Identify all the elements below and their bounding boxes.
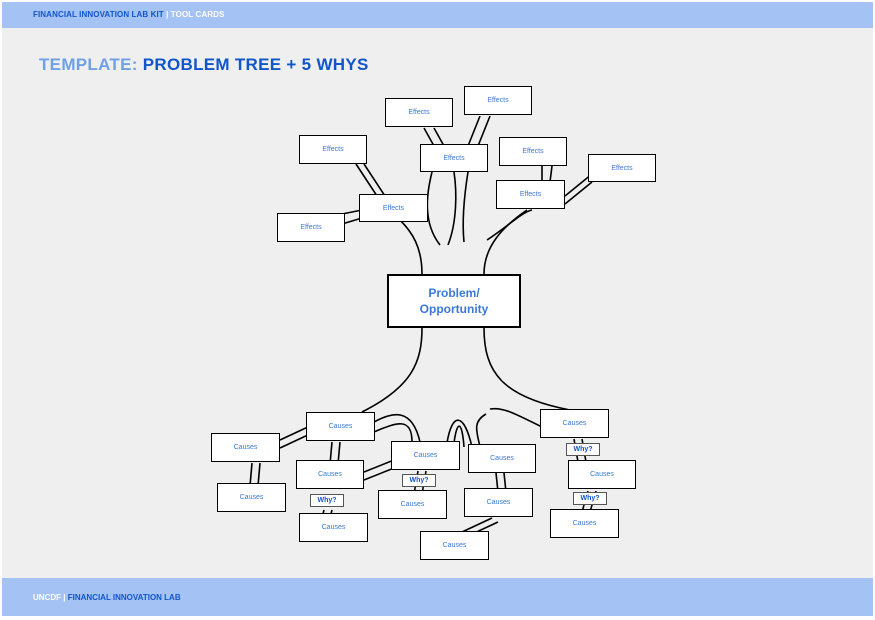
effects-box[interactable]: Effects <box>359 194 428 222</box>
header-kit-label: FINANCIAL INNOVATION LAB KIT <box>33 10 164 19</box>
footer-separator: | <box>63 593 66 602</box>
problem-line1: Problem/ <box>428 286 480 300</box>
effects-box[interactable]: Effects <box>277 213 345 242</box>
effects-box[interactable]: Effects <box>385 98 453 127</box>
causes-box[interactable]: Causes <box>391 441 460 470</box>
header-separator: | <box>166 10 169 19</box>
causes-box[interactable]: Causes <box>464 488 533 517</box>
header-section-label: TOOL CARDS <box>170 10 225 19</box>
effects-box[interactable]: Effects <box>420 144 488 172</box>
causes-box[interactable]: Causes <box>299 513 368 542</box>
causes-box[interactable]: Causes <box>568 460 636 489</box>
title-prefix: TEMPLATE: <box>39 55 138 74</box>
causes-box[interactable]: Causes <box>378 490 447 519</box>
why-label: Why? <box>566 443 600 456</box>
header-text: FINANCIAL INNOVATION LAB KIT | TOOL CARD… <box>33 10 224 19</box>
problem-box[interactable]: Problem/ Opportunity <box>387 274 521 328</box>
header-bar: FINANCIAL INNOVATION LAB KIT | TOOL CARD… <box>2 2 873 28</box>
effects-box[interactable]: Effects <box>588 154 656 182</box>
causes-box[interactable]: Causes <box>540 409 609 438</box>
title-main: PROBLEM TREE + 5 WHYS <box>142 55 369 74</box>
causes-box[interactable]: Causes <box>550 509 619 538</box>
why-label: Why? <box>402 474 436 487</box>
footer-lab: FINANCIAL INNOVATION LAB <box>67 593 181 602</box>
page-title: TEMPLATE: PROBLEM TREE + 5 WHYS <box>39 55 369 75</box>
footer-text: UNCDF | FINANCIAL INNOVATION LAB <box>33 593 181 602</box>
effects-box[interactable]: Effects <box>299 135 367 164</box>
footer-org: UNCDF <box>33 593 61 602</box>
problem-line2: Opportunity <box>419 302 489 316</box>
effects-box[interactable]: Effects <box>499 137 567 166</box>
causes-box[interactable]: Causes <box>296 460 364 489</box>
causes-box[interactable]: Causes <box>211 433 280 462</box>
why-label: Why? <box>573 492 607 505</box>
effects-box[interactable]: Effects <box>464 86 532 115</box>
footer-bar: UNCDF | FINANCIAL INNOVATION LAB <box>2 578 873 616</box>
causes-box[interactable]: Causes <box>306 412 375 441</box>
effects-box[interactable]: Effects <box>496 180 565 209</box>
causes-box[interactable]: Causes <box>420 531 489 560</box>
causes-box[interactable]: Causes <box>468 444 536 473</box>
causes-box[interactable]: Causes <box>217 483 286 512</box>
why-label: Why? <box>310 494 344 507</box>
